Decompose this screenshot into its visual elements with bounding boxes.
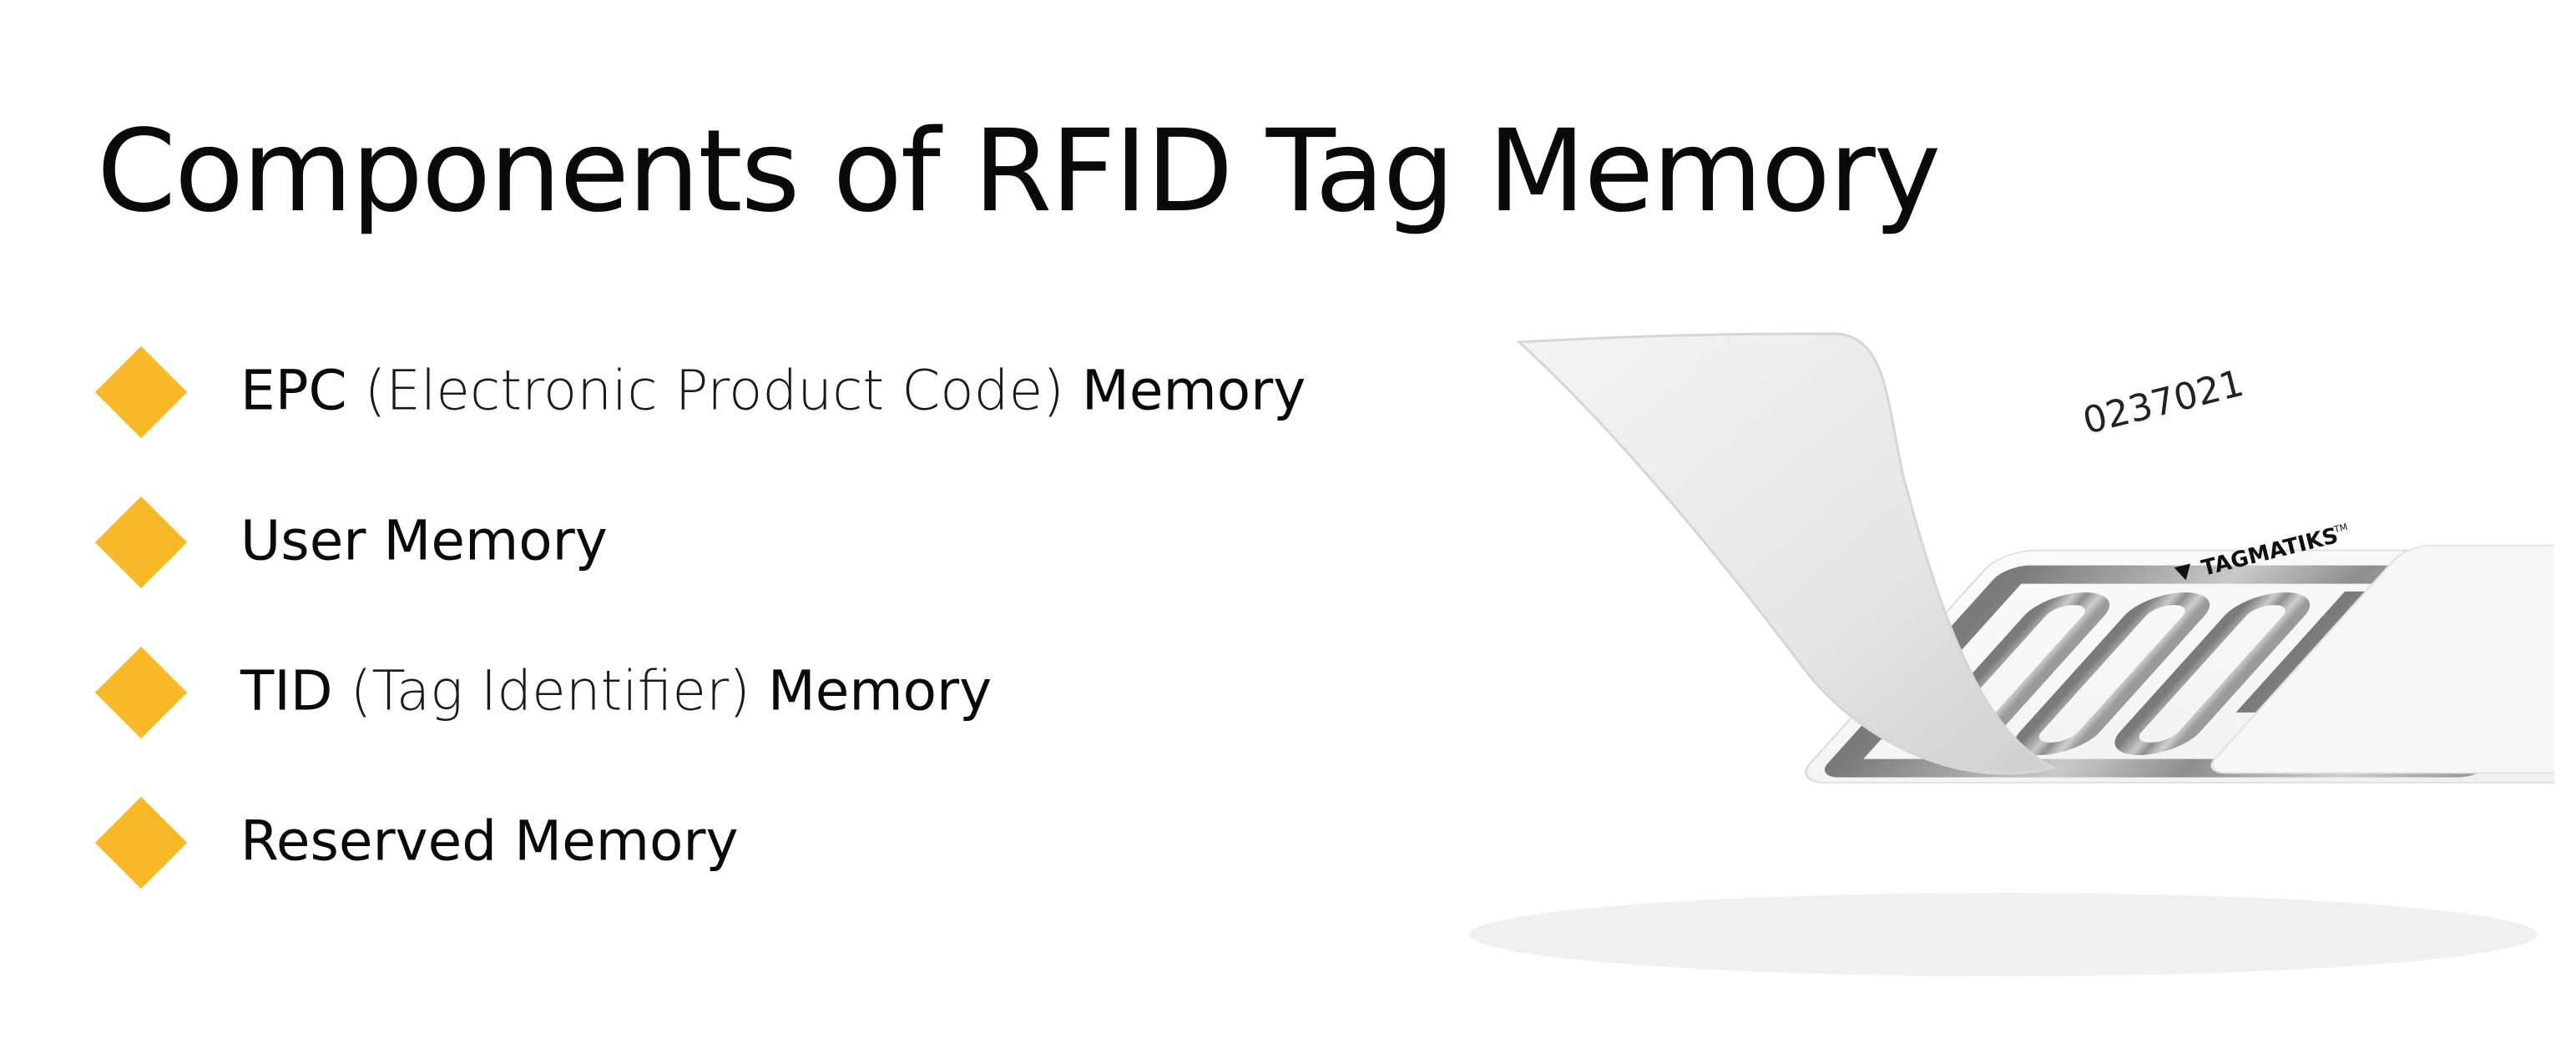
rfid-tag-illustration: 0237021 TAGMATIKS TM (1469, 332, 2554, 976)
item-strong: Reserved Memory (240, 809, 739, 874)
item-note: (Tag Identifier) (350, 658, 750, 723)
tag-serial: 0237021 (2078, 362, 2247, 443)
item-note: (Electronic Product Code) (364, 358, 1064, 423)
diamond-bullet-icon (94, 796, 188, 889)
tag-trademark: TM (2332, 521, 2349, 536)
item-strong: User Memory (240, 508, 608, 573)
list-item-text: TID (Tag Identifier) Memory (240, 663, 992, 719)
list-item-text: User Memory (240, 513, 608, 569)
tag-shadow (1469, 893, 2538, 976)
list-item-text: Reserved Memory (240, 814, 739, 869)
diamond-bullet-icon (94, 496, 188, 589)
list-item-text: EPC (Electronic Product Code) Memory (240, 363, 1306, 419)
page-title: Components of RFID Tag Memory (97, 106, 1941, 238)
tagmatiks-logo-icon (2174, 563, 2191, 581)
item-suffix: Memory (1081, 358, 1306, 423)
item-strong: TID (240, 658, 333, 723)
tag-label (2210, 544, 2554, 774)
diamond-bullet-icon (94, 345, 188, 439)
item-suffix: Memory (767, 658, 993, 723)
peeled-face-stock (1516, 332, 2058, 775)
item-strong: EPC (240, 358, 347, 423)
diamond-bullet-icon (94, 646, 188, 739)
